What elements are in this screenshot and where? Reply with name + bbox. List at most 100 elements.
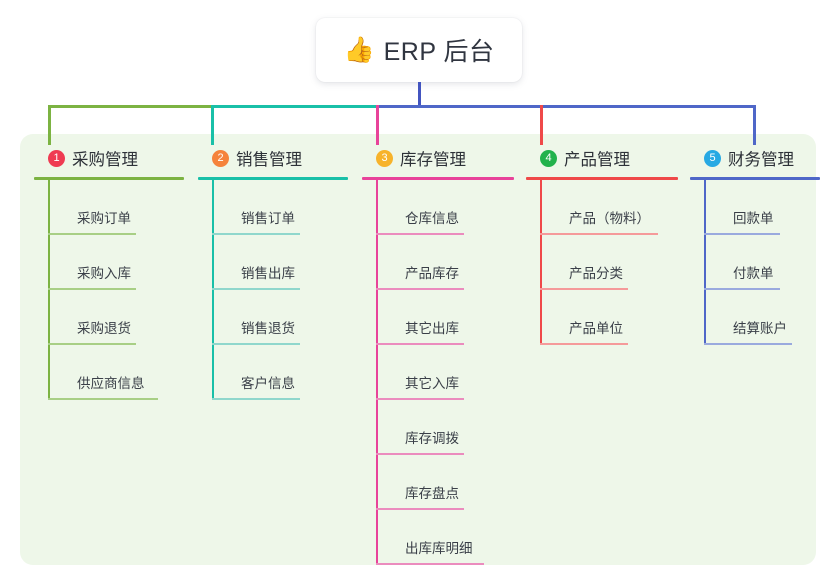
menu-item-rule <box>212 288 300 290</box>
branch-items: 仓库信息产品库存其它出库其它入库库存调拨库存盘点出库库明细 <box>362 180 514 565</box>
branch-header-销售管理[interactable]: 2 销售管理 <box>198 145 348 171</box>
branch-header-库存管理[interactable]: 3 库存管理 <box>362 145 514 171</box>
diagram-background-panel <box>20 134 816 565</box>
branch-header-rule <box>690 177 820 180</box>
branch-items: 采购订单采购入库采购退货供应商信息 <box>34 180 184 400</box>
menu-item[interactable]: 采购入库 <box>34 235 184 290</box>
menu-item-label: 销售订单 <box>241 211 295 226</box>
branch-column-产品管理: 4 产品管理产品（物料） 产品分类产品单位 <box>526 145 678 345</box>
menu-item[interactable]: 销售退货 <box>198 290 348 345</box>
menu-item[interactable]: 其它入库 <box>362 345 514 400</box>
drop-line-5 <box>753 105 756 145</box>
menu-item[interactable]: 回款单 <box>690 180 820 235</box>
menu-item-rule <box>212 233 300 235</box>
menu-item[interactable]: 出库库明细 <box>362 510 514 565</box>
branch-title: 产品管理 <box>564 151 630 169</box>
menu-item-label: 供应商信息 <box>77 376 145 391</box>
root-trunk-line <box>418 82 421 107</box>
menu-item-label: 产品单位 <box>569 321 623 336</box>
menu-item-label: 其它入库 <box>405 376 459 391</box>
menu-item[interactable]: 产品分类 <box>526 235 678 290</box>
menu-item-label: 采购订单 <box>77 211 131 226</box>
thumbs-up-icon: 👍 <box>343 35 375 64</box>
branch-items: 销售订单销售出库销售退货客户信息 <box>198 180 348 400</box>
menu-item-label: 销售退货 <box>241 321 295 336</box>
branch-column-库存管理: 3 库存管理仓库信息产品库存其它出库其它入库库存调拨库存盘点出库库明细 <box>362 145 514 565</box>
bus-segment-1 <box>48 105 213 108</box>
branch-number-badge: 4 <box>540 149 557 167</box>
branch-number-badge: 5 <box>704 149 721 167</box>
menu-item[interactable]: 库存调拨 <box>362 400 514 455</box>
branch-number-badge: 2 <box>212 149 229 167</box>
drop-line-3 <box>376 105 379 145</box>
menu-item[interactable]: 销售出库 <box>198 235 348 290</box>
menu-item[interactable]: 供应商信息 <box>34 345 184 400</box>
menu-item-rule <box>704 288 780 290</box>
menu-item-rule <box>704 343 792 345</box>
menu-item[interactable]: 销售订单 <box>198 180 348 235</box>
menu-item[interactable]: 产品库存 <box>362 235 514 290</box>
root-node-erp-backend[interactable]: 👍 ERP 后台 <box>316 18 522 82</box>
root-node-title: ERP 后台 <box>383 38 495 66</box>
menu-item[interactable]: 客户信息 <box>198 345 348 400</box>
branch-trunk-line <box>48 180 50 400</box>
branch-header-rule <box>34 177 184 180</box>
menu-item[interactable]: 付款单 <box>690 235 820 290</box>
branch-trunk-line <box>212 180 214 400</box>
branch-trunk-line <box>376 180 378 565</box>
menu-item-label: 产品（物料） <box>569 211 650 226</box>
menu-item-rule <box>48 343 136 345</box>
branch-title: 销售管理 <box>236 151 302 169</box>
menu-item[interactable]: 采购订单 <box>34 180 184 235</box>
menu-item-label: 采购退货 <box>77 321 131 336</box>
menu-item-label: 出库库明细 <box>405 541 473 556</box>
menu-item[interactable]: 结算账户 <box>690 290 820 345</box>
menu-item-rule <box>376 233 464 235</box>
menu-item-label: 其它出库 <box>405 321 459 336</box>
menu-item-rule <box>212 343 300 345</box>
menu-item-rule <box>704 233 780 235</box>
bus-segment-3 <box>377 105 755 108</box>
drop-line-4 <box>540 105 543 145</box>
menu-item-rule <box>376 398 464 400</box>
menu-item-label: 采购入库 <box>77 266 131 281</box>
menu-item-rule <box>212 398 300 400</box>
menu-item-label: 仓库信息 <box>405 211 459 226</box>
branch-header-rule <box>362 177 514 180</box>
menu-item-label: 结算账户 <box>733 321 787 336</box>
branch-header-rule <box>198 177 348 180</box>
branch-column-销售管理: 2 销售管理销售订单销售出库销售退货客户信息 <box>198 145 348 400</box>
menu-item[interactable]: 产品单位 <box>526 290 678 345</box>
branch-number-badge: 1 <box>48 149 65 167</box>
menu-item-rule <box>48 233 136 235</box>
menu-item-rule <box>376 563 484 565</box>
menu-item-label: 库存调拨 <box>405 431 459 446</box>
branch-number-badge: 3 <box>376 149 393 167</box>
menu-item-label: 客户信息 <box>241 376 295 391</box>
menu-item-rule <box>540 233 658 235</box>
menu-item[interactable]: 产品（物料） <box>526 180 678 235</box>
menu-item-rule <box>376 508 464 510</box>
menu-item[interactable]: 采购退货 <box>34 290 184 345</box>
menu-item-rule <box>48 288 136 290</box>
branch-title: 库存管理 <box>400 151 466 169</box>
drop-line-1 <box>48 105 51 145</box>
menu-item-rule <box>48 398 158 400</box>
menu-item-rule <box>376 343 464 345</box>
branch-header-产品管理[interactable]: 4 产品管理 <box>526 145 678 171</box>
menu-item-label: 付款单 <box>733 266 774 281</box>
menu-item[interactable]: 库存盘点 <box>362 455 514 510</box>
menu-item[interactable]: 仓库信息 <box>362 180 514 235</box>
bus-segment-2 <box>212 105 378 108</box>
menu-item-rule <box>376 453 464 455</box>
menu-item-label: 库存盘点 <box>405 486 459 501</box>
menu-item[interactable]: 其它出库 <box>362 290 514 345</box>
branch-trunk-line <box>540 180 542 345</box>
menu-item-rule <box>540 343 628 345</box>
branch-items: 产品（物料） 产品分类产品单位 <box>526 180 678 345</box>
